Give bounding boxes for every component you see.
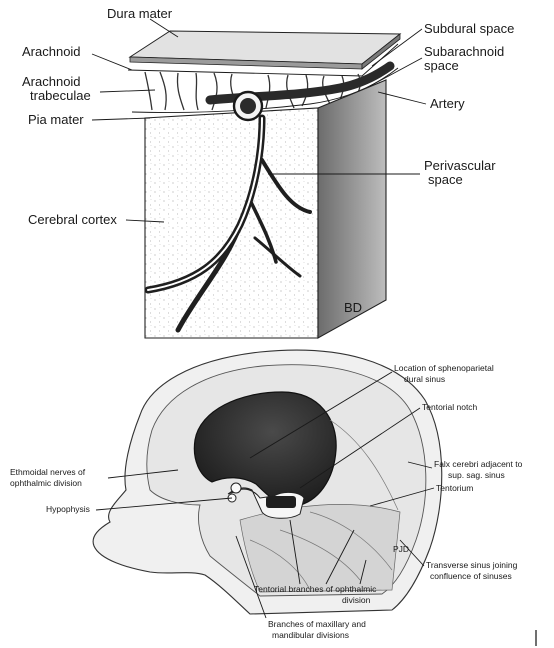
label-arachnoid-trabeculae-1: Arachnoid bbox=[22, 74, 81, 89]
label-arachnoid-trabeculae-2: trabeculae bbox=[30, 88, 91, 103]
label-sphenoparietal-2: dural sinus bbox=[404, 374, 445, 384]
dural-innervation-diagram: PJD Location of sphenoparietal dural sin… bbox=[10, 349, 523, 640]
label-cerebral-cortex: Cerebral cortex bbox=[28, 212, 117, 227]
top-signature: BD bbox=[344, 300, 362, 315]
label-falx-2: sup. sag. sinus bbox=[448, 470, 505, 480]
meninges-diagram: BD Dura mater Subdural space Arachnoid S… bbox=[22, 6, 514, 339]
label-tentorial-notch: Tentorial notch bbox=[422, 402, 478, 412]
label-maxillary-2: mandibular divisions bbox=[272, 630, 349, 640]
bottom-signature: PJD bbox=[393, 544, 409, 554]
label-ethmoidal-2: ophthalmic division bbox=[10, 478, 82, 488]
cerebral-cortex-block bbox=[144, 107, 319, 339]
label-falx-1: Falx cerebri adjacent to bbox=[434, 459, 523, 469]
label-dura-mater: Dura mater bbox=[107, 6, 173, 21]
label-perivascular-space-1: Perivascular bbox=[424, 158, 496, 173]
label-transverse-1: Transverse sinus joining bbox=[426, 560, 518, 570]
label-subdural-space: Subdural space bbox=[424, 21, 514, 36]
label-arachnoid: Arachnoid bbox=[22, 44, 81, 59]
perivascular-vessel bbox=[144, 114, 312, 333]
label-pia-mater: Pia mater bbox=[28, 112, 84, 127]
label-maxillary-1: Branches of maxillary and bbox=[268, 619, 366, 629]
label-artery: Artery bbox=[430, 96, 465, 111]
label-subarachnoid-space-2: space bbox=[424, 58, 459, 73]
label-tentorial-branches-2: division bbox=[342, 595, 371, 605]
label-subarachnoid-space-1: Subarachnoid bbox=[424, 44, 504, 59]
label-tentorium: Tentorium bbox=[436, 483, 473, 493]
label-ethmoidal-1: Ethmoidal nerves of bbox=[10, 467, 86, 477]
label-tentorial-branches-1: Tentorial branches of ophthalmic bbox=[254, 584, 377, 594]
label-hypophysis: Hypophysis bbox=[46, 504, 90, 514]
label-transverse-2: confluence of sinuses bbox=[430, 571, 512, 581]
label-perivascular-space-2: space bbox=[428, 172, 463, 187]
label-sphenoparietal-1: Location of sphenoparietal bbox=[394, 363, 494, 373]
